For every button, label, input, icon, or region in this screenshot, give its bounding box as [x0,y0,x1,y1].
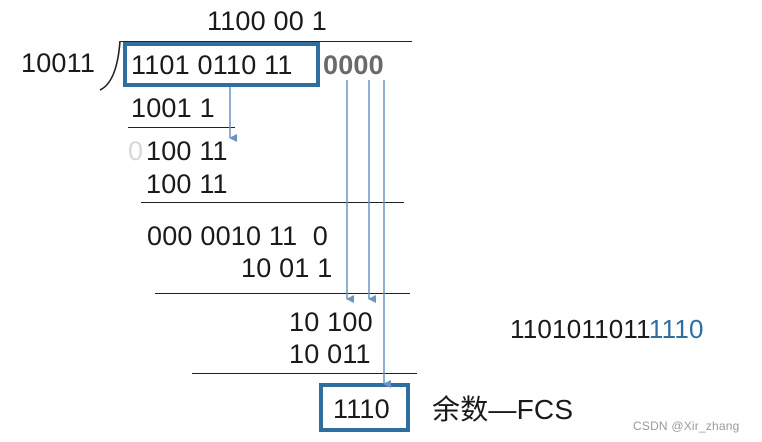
faint-leading-zero: 0 [128,136,144,166]
watermark-text: CSDN @Xir_zhang [633,419,740,433]
remainder-text: 1110 [333,394,390,424]
step-1-text: 1001 1 [131,93,215,123]
divisor-text: 10011 [21,48,96,78]
remainder-box [319,383,410,432]
step-3-divider-line [141,202,404,203]
step-3-text: 100 11 [146,169,228,199]
step-5-text: 10 01 1 [241,253,333,283]
step-4-text: 000 0010 11 0 [147,221,328,251]
fcs-suffix-text: 1110 [648,314,704,344]
step-1-divider-line [128,127,235,128]
appended-zeros-text: 0000 [323,50,384,80]
dividend-data-text: 1101 0110 11 [131,50,293,80]
step-7-text: 10 011 [289,339,371,369]
step-6-text: 10 100 [289,307,373,337]
step-7-divider-line [192,373,417,374]
remainder-label: 余数—FCS [432,394,574,425]
step-2-text: 100 11 [146,136,228,166]
step-5-divider-line [155,293,410,294]
quotient-text: 1100 00 1 [207,6,327,36]
transmitted-frame: 11010110111110 [510,316,704,342]
dividend-box [123,42,320,87]
quotient-divider-line [120,41,412,42]
frame-prefix-text: 1101011011 [510,314,649,344]
